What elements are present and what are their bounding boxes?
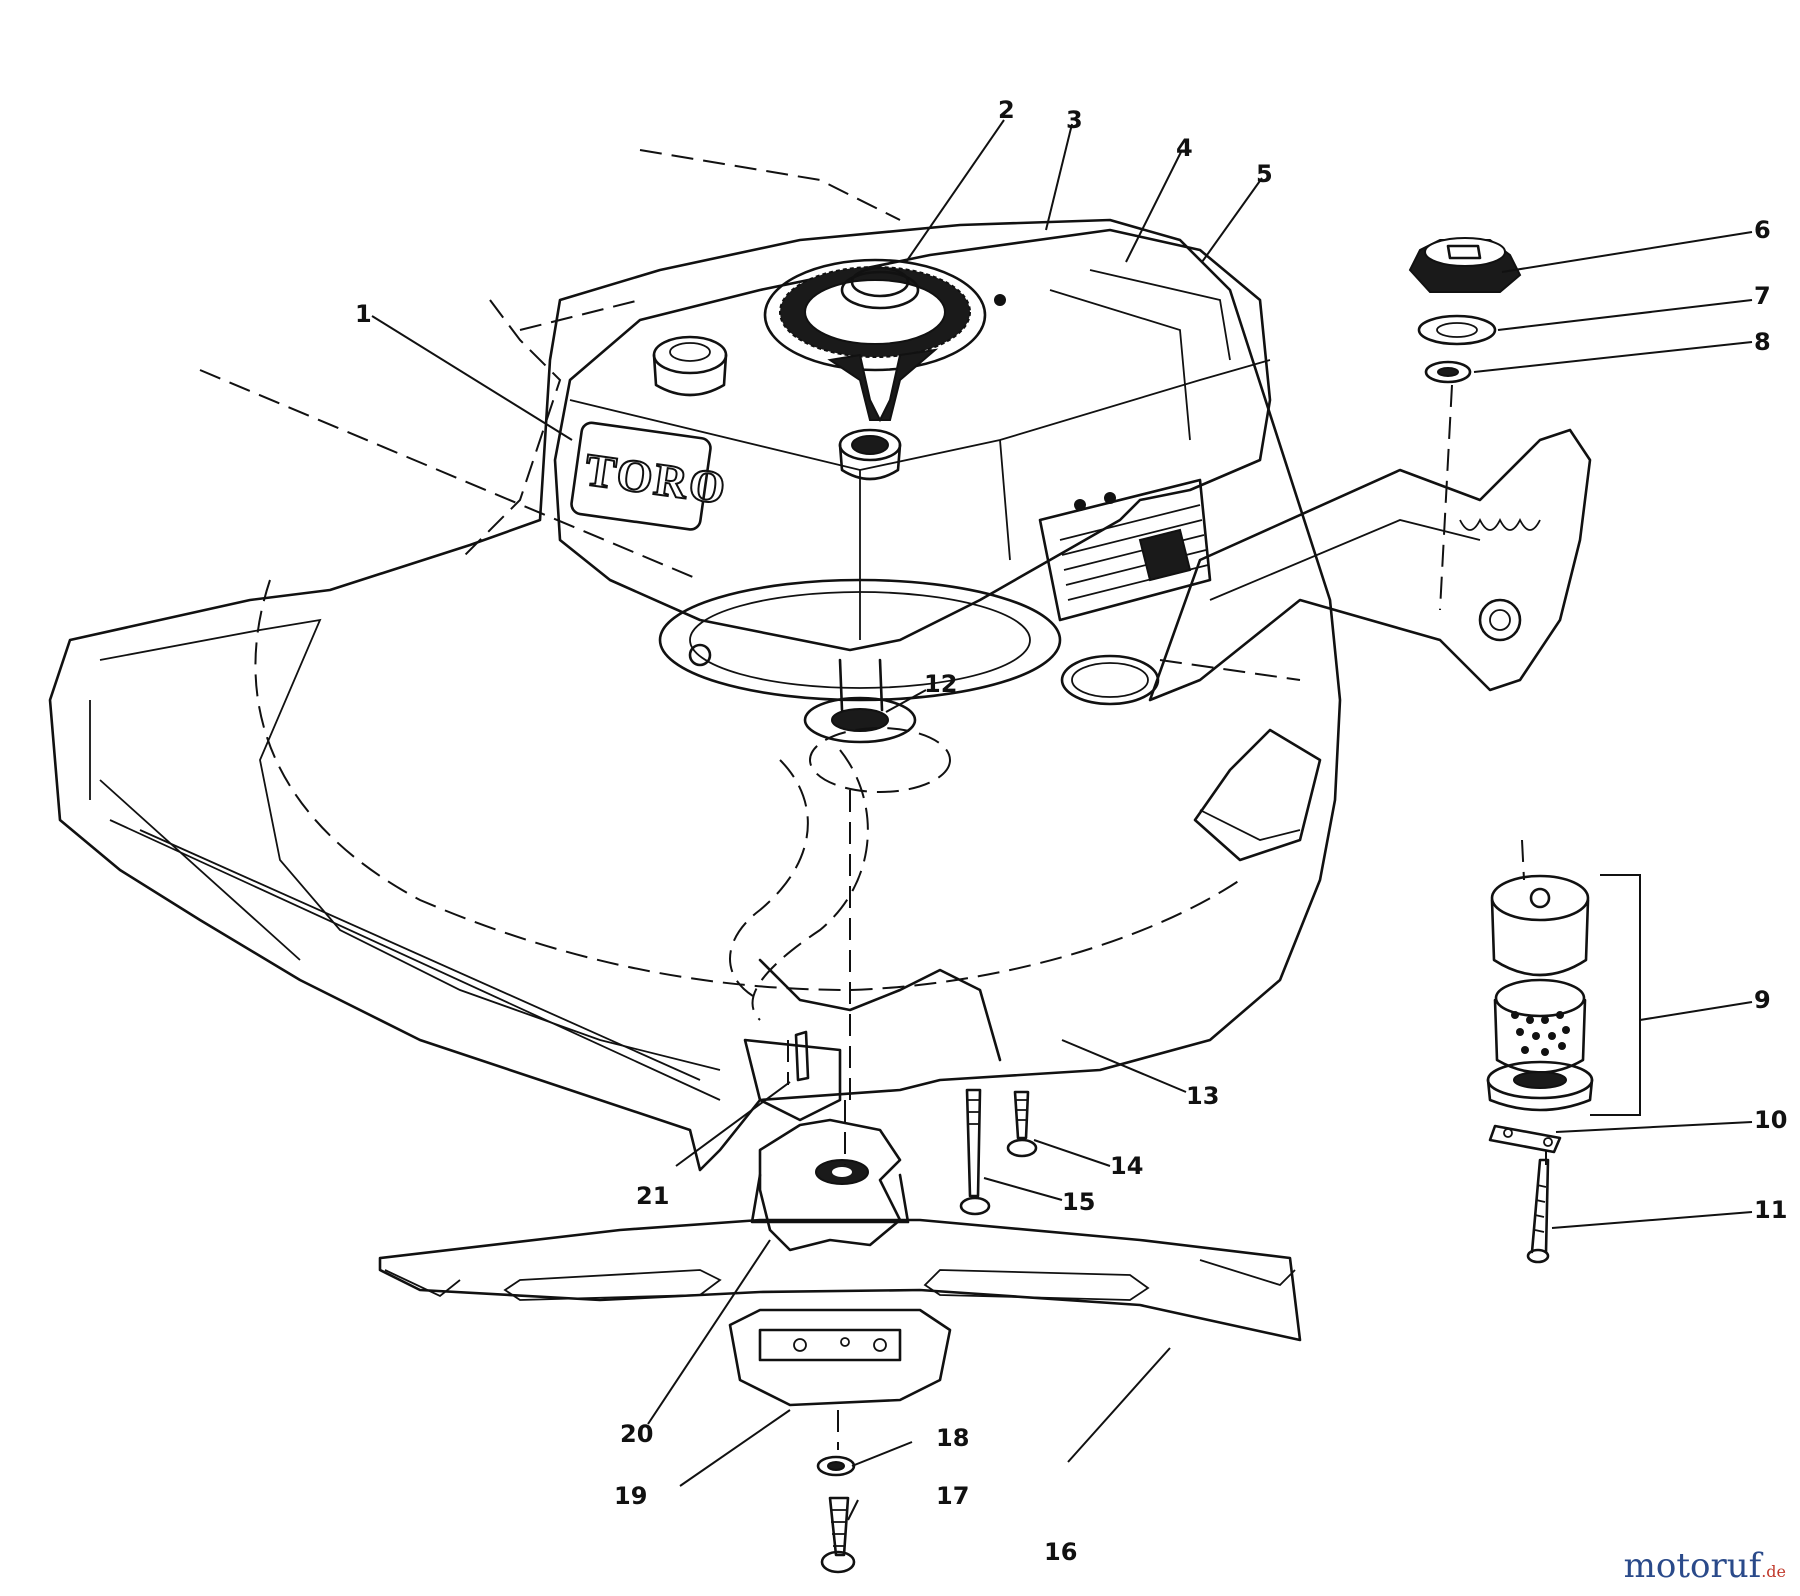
callout-11: 11 xyxy=(1754,1196,1787,1224)
callout-1: 1 xyxy=(355,300,372,328)
callout-9: 9 xyxy=(1754,986,1771,1014)
engine-cylinder xyxy=(994,294,1212,622)
callout-19: 19 xyxy=(614,1482,647,1510)
oil-fill xyxy=(838,428,902,481)
callout-3: 3 xyxy=(1066,106,1083,134)
watermark-main: motoruf xyxy=(1623,1546,1762,1586)
callout-labels: 1 2 3 4 5 6 7 8 9 10 11 12 13 14 15 16 1… xyxy=(355,96,1787,1566)
callout-4: 4 xyxy=(1176,134,1193,162)
crankshaft-seal xyxy=(803,696,951,793)
callout-2: 2 xyxy=(998,96,1015,124)
watermark-suffix: .de xyxy=(1761,1562,1786,1581)
callout-leaders xyxy=(371,119,1753,1521)
handle-bracket xyxy=(1148,428,1592,702)
callout-8: 8 xyxy=(1754,328,1771,356)
callout-5: 5 xyxy=(1256,160,1273,188)
callout-12: 12 xyxy=(924,670,957,698)
callout-16: 16 xyxy=(1044,1538,1077,1566)
recoil-starter xyxy=(763,258,987,423)
callout-14: 14 xyxy=(1110,1152,1143,1180)
blade-assembly xyxy=(378,1030,1302,1574)
callout-15: 15 xyxy=(1062,1188,1095,1216)
brand-logo-text: TORO xyxy=(582,444,730,514)
air-cleaner-knob-assembly xyxy=(1408,237,1522,611)
callout-6: 6 xyxy=(1754,216,1771,244)
callout-7: 7 xyxy=(1754,282,1771,310)
mower-deck xyxy=(48,149,1342,1172)
callout-18: 18 xyxy=(936,1424,969,1452)
fuel-cap xyxy=(652,335,728,397)
watermark: motoruf.de xyxy=(1624,1546,1786,1586)
callout-20: 20 xyxy=(620,1420,653,1448)
callout-17: 17 xyxy=(936,1482,969,1510)
engine-assembly: TORO xyxy=(553,228,1272,793)
muffler-assembly xyxy=(1486,839,1753,1264)
callout-13: 13 xyxy=(1186,1082,1219,1110)
muffler-perforations xyxy=(1511,1011,1570,1056)
callout-21: 21 xyxy=(636,1182,669,1210)
brand-logo: TORO xyxy=(570,421,731,531)
callout-10: 10 xyxy=(1754,1106,1787,1134)
